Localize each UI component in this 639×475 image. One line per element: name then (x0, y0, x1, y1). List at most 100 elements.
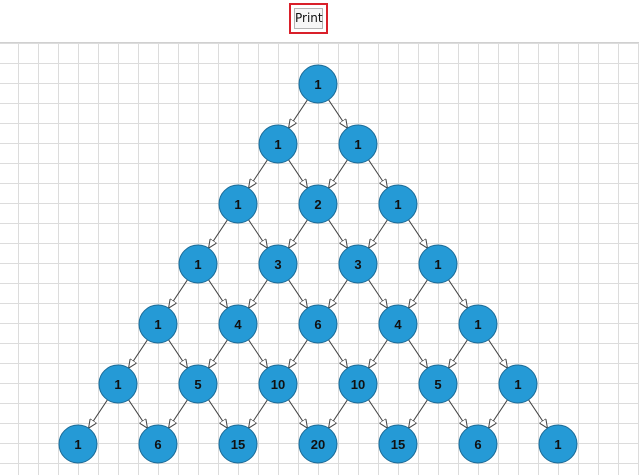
edge-5-5-to-6-6 (528, 399, 548, 428)
node-label: 1 (394, 197, 401, 212)
node-circle (338, 124, 378, 164)
node-6-2[interactable]: 15 (218, 424, 258, 464)
edge-3-0-to-4-0 (169, 279, 188, 308)
node-0-0[interactable]: 1 (298, 64, 338, 104)
node-5-0[interactable]: 1 (98, 364, 138, 404)
node-3-1[interactable]: 3 (258, 244, 298, 284)
node-3-2[interactable]: 3 (338, 244, 378, 284)
node-circle (258, 244, 298, 284)
node-6-4[interactable]: 15 (378, 424, 418, 464)
toolbar: Print (0, 0, 639, 42)
edge-4-1-to-5-2 (248, 339, 268, 368)
edge-0-0-to-1-1 (328, 99, 348, 128)
node-label: 5 (194, 377, 201, 392)
node-5-4[interactable]: 5 (418, 364, 458, 404)
node-5-3[interactable]: 10 (338, 364, 378, 404)
node-circle (298, 424, 338, 464)
node-6-1[interactable]: 6 (138, 424, 178, 464)
node-3-3[interactable]: 1 (418, 244, 458, 284)
edge-3-3-to-4-4 (448, 279, 468, 308)
edge-5-5-to-6-5 (489, 399, 508, 428)
node-label: 10 (271, 377, 285, 392)
node-circle (98, 364, 138, 404)
node-4-4[interactable]: 1 (458, 304, 498, 344)
node-2-1[interactable]: 2 (298, 184, 338, 224)
print-button[interactable]: Print (289, 3, 328, 34)
node-label: 6 (154, 437, 161, 452)
node-6-0[interactable]: 1 (58, 424, 98, 464)
edge-3-2-to-4-3 (368, 279, 388, 308)
node-label: 15 (231, 437, 245, 452)
node-2-0[interactable]: 1 (218, 184, 258, 224)
node-label: 1 (554, 437, 561, 452)
node-5-1[interactable]: 5 (178, 364, 218, 404)
edge-1-1-to-2-2 (368, 159, 388, 188)
node-label: 6 (474, 437, 481, 452)
node-circle (258, 124, 298, 164)
node-label: 1 (474, 317, 481, 332)
edge-4-3-to-5-3 (369, 339, 388, 368)
edge-5-2-to-6-2 (249, 399, 268, 428)
node-5-5[interactable]: 1 (498, 364, 538, 404)
node-circle (138, 304, 178, 344)
edge-5-0-to-6-0 (89, 399, 108, 428)
edge-2-1-to-3-1 (289, 219, 308, 248)
node-circle (458, 424, 498, 464)
node-circle (138, 424, 178, 464)
diagram-canvas[interactable] (0, 42, 639, 475)
node-6-3[interactable]: 20 (298, 424, 338, 464)
node-5-2[interactable]: 10 (258, 364, 298, 404)
node-circle (498, 364, 538, 404)
node-2-2[interactable]: 1 (378, 184, 418, 224)
node-4-1[interactable]: 4 (218, 304, 258, 344)
node-label: 5 (434, 377, 441, 392)
node-label: 1 (74, 437, 81, 452)
edge-5-1-to-6-1 (169, 399, 188, 428)
node-3-0[interactable]: 1 (178, 244, 218, 284)
node-4-0[interactable]: 1 (138, 304, 178, 344)
edge-4-0-to-5-1 (168, 339, 188, 368)
edge-5-4-to-6-5 (448, 399, 468, 428)
node-label: 1 (314, 77, 321, 92)
edge-2-2-to-3-3 (408, 219, 428, 248)
node-label: 15 (391, 437, 405, 452)
node-circle (538, 424, 578, 464)
node-4-3[interactable]: 4 (378, 304, 418, 344)
edge-4-2-to-5-2 (289, 339, 308, 368)
edge-0-0-to-1-0 (289, 99, 308, 128)
edge-4-3-to-5-4 (408, 339, 428, 368)
node-circle (338, 364, 378, 404)
node-circle (178, 364, 218, 404)
node-4-2[interactable]: 6 (298, 304, 338, 344)
edge-4-4-to-5-4 (449, 339, 468, 368)
edge-4-1-to-5-1 (209, 339, 228, 368)
node-circle (58, 424, 98, 464)
node-1-0[interactable]: 1 (258, 124, 298, 164)
node-label: 10 (351, 377, 365, 392)
node-circle (418, 244, 458, 284)
node-label: 3 (354, 257, 361, 272)
edge-2-1-to-3-2 (328, 219, 348, 248)
node-label: 4 (394, 317, 402, 332)
node-circle (458, 304, 498, 344)
node-label: 3 (274, 257, 281, 272)
node-label: 1 (514, 377, 521, 392)
node-label: 4 (234, 317, 242, 332)
node-label: 1 (274, 137, 281, 152)
node-circle (258, 364, 298, 404)
edge-5-0-to-6-1 (128, 399, 148, 428)
edge-3-3-to-4-3 (409, 279, 428, 308)
node-circle (338, 244, 378, 284)
node-circle (378, 424, 418, 464)
node-6-6[interactable]: 1 (538, 424, 578, 464)
node-label: 1 (434, 257, 441, 272)
node-circle (178, 244, 218, 284)
node-label: 1 (234, 197, 241, 212)
node-6-5[interactable]: 6 (458, 424, 498, 464)
node-1-1[interactable]: 1 (338, 124, 378, 164)
node-label: 20 (311, 437, 325, 452)
node-label: 1 (194, 257, 201, 272)
edge-2-2-to-3-2 (369, 219, 388, 248)
node-label: 1 (354, 137, 361, 152)
